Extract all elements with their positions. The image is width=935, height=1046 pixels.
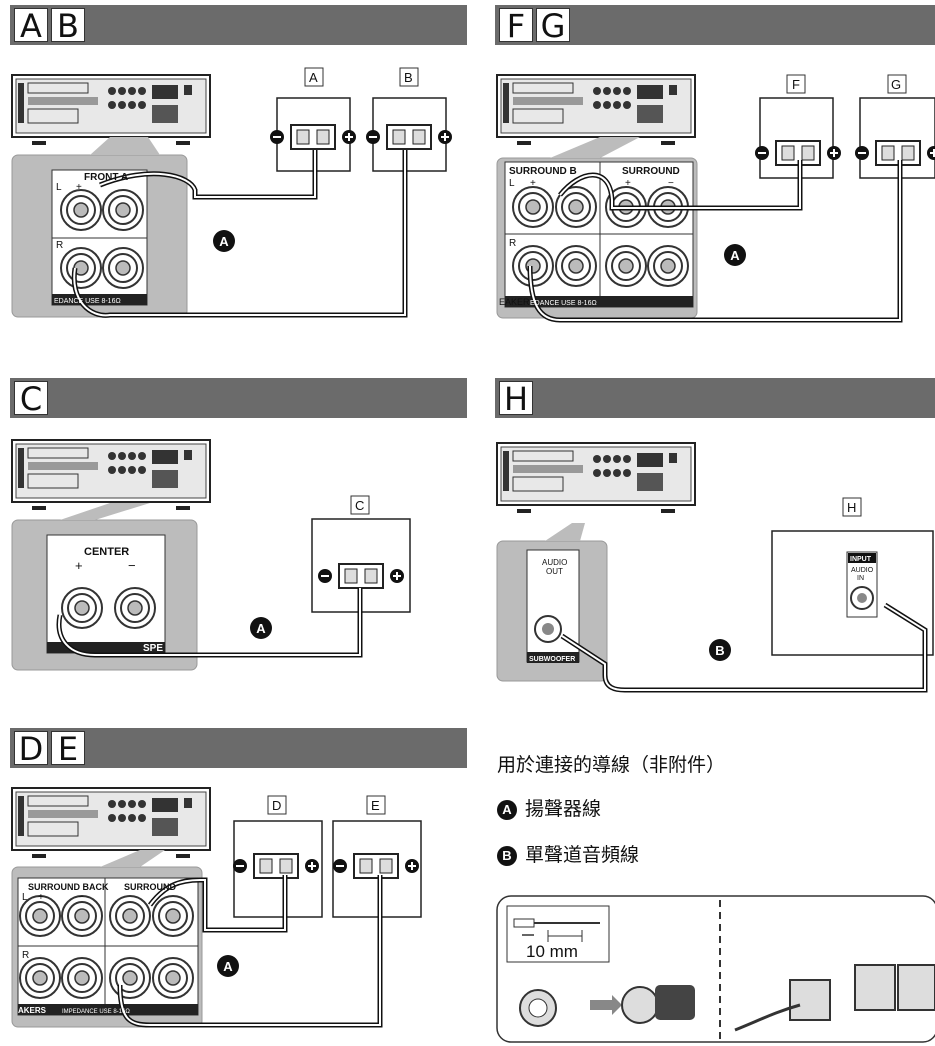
legend-item-b: B 單聲道音頻線	[497, 840, 639, 867]
header-ab: A B	[10, 5, 467, 45]
section-fg-diagram	[496, 74, 935, 323]
c-box-label-c: C	[355, 498, 364, 513]
header-h: H	[495, 378, 935, 418]
legend-text-a: 揚聲器線	[525, 798, 602, 820]
h-out-foot: SUBWOOFER	[529, 656, 575, 663]
header-tag-b: B	[51, 8, 85, 43]
de-panel-l: L	[22, 892, 28, 903]
header-tag-c: C	[14, 381, 48, 416]
fg-panel-foot-2: EDANCE USE 8-16Ω	[530, 300, 597, 307]
fg-panel-plus-2: +	[625, 178, 631, 189]
fg-panel-plus: +	[530, 178, 536, 189]
header-tag-d: D	[14, 731, 48, 766]
ab-panel-l: L	[56, 182, 62, 193]
header-tag-h: H	[499, 381, 533, 416]
panel-labels: FRONT A L + R EDANCE USE 8-16Ω SURROUND …	[18, 166, 876, 1015]
section-c-diagram	[11, 439, 411, 671]
h-in-label-1: INPUT	[850, 556, 872, 563]
fg-box-label-f: F	[792, 77, 800, 92]
header-tag-g: G	[536, 8, 570, 43]
fg-panel-r: R	[509, 238, 516, 249]
de-box-label-d: D	[272, 798, 281, 813]
ab-box-label-b: B	[404, 70, 413, 85]
section-de-diagram	[11, 787, 422, 1028]
box-labels: A B F G C H D E	[267, 67, 907, 815]
legend-mark-a: A	[497, 799, 517, 820]
de-panel-r: R	[22, 950, 29, 961]
de-panel-title-1: SURROUND BACK	[28, 882, 109, 892]
de-box-label-e: E	[371, 798, 380, 813]
section-ab-diagram	[11, 74, 453, 318]
fg-cable-mark: A	[730, 248, 740, 263]
de-cable-mark: A	[223, 959, 233, 974]
de-panel-title-2: SURROUND	[124, 882, 177, 892]
cable-marks: A A A B A	[219, 234, 740, 974]
h-out-label-1: AUDIO	[542, 558, 567, 567]
legend-item-a: A 揚聲器線	[497, 794, 601, 821]
c-panel-title: CENTER	[84, 546, 129, 558]
de-panel-foot-2: IMPEDANCE USE 8-16Ω	[62, 1009, 130, 1015]
header-tag-f: F	[499, 8, 533, 43]
header-tag-e: E	[51, 731, 85, 766]
fg-panel-minus: −	[668, 178, 674, 189]
c-panel-foot: SPE	[143, 643, 163, 654]
c-panel-plus: +	[75, 558, 83, 573]
legend-mark-b: B	[497, 845, 517, 866]
h-cable-mark: B	[715, 643, 724, 658]
h-box-label-h: H	[847, 500, 856, 515]
ab-cable-mark: A	[219, 234, 229, 249]
de-panel-foot-1: AKERS	[18, 1006, 47, 1015]
header-c: C	[10, 378, 467, 418]
legend-text-b: 單聲道音頻線	[525, 844, 640, 866]
fg-box-label-g: G	[891, 77, 901, 92]
h-out-label-2: OUT	[546, 567, 563, 576]
ab-panel-plus: +	[76, 182, 82, 193]
de-panel-plus: +	[38, 892, 44, 903]
header-fg: F G	[495, 5, 935, 45]
header-de: D E	[10, 728, 467, 768]
c-cable-mark: A	[256, 621, 266, 636]
de-panel-minus: −	[78, 892, 84, 903]
ab-panel-foot: EDANCE USE 8-16Ω	[54, 298, 121, 305]
fg-panel-title-2: SURROUND	[622, 166, 680, 177]
ab-panel-r: R	[56, 240, 63, 251]
legend-title: 用於連接的導線（非附件）	[497, 754, 726, 776]
ab-box-label-a: A	[309, 70, 318, 85]
ab-panel-title: FRONT A	[84, 172, 128, 183]
stripping-inset	[496, 895, 935, 1043]
h-in-label-3: IN	[857, 575, 864, 582]
fg-panel-foot-1: EAKER	[499, 297, 530, 307]
inset-measure: 10 mm	[526, 942, 578, 961]
fg-panel-l: L	[509, 178, 515, 189]
c-panel-minus: −	[128, 558, 136, 573]
h-in-label-2: AUDIO	[851, 567, 874, 574]
fg-panel-title-1: SURROUND B	[509, 166, 577, 177]
header-tag-a: A	[14, 8, 48, 43]
